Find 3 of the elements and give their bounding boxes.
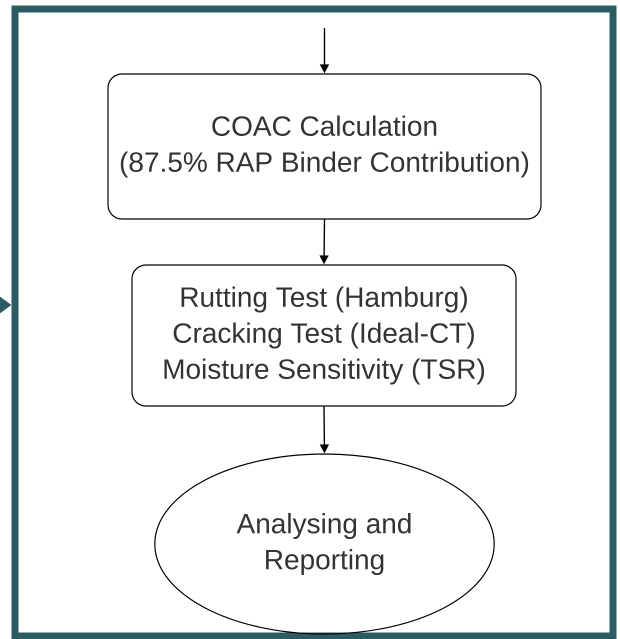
panel-frame xyxy=(12,6,616,639)
process-box: COAC Calculation (87.5% RAP Binder Contribution) xyxy=(107,73,542,220)
process-box: Rutting Test (Hamburg) Cracking Test (Ideal-CT) Moisture Sensitivity (TSR) xyxy=(131,264,517,407)
